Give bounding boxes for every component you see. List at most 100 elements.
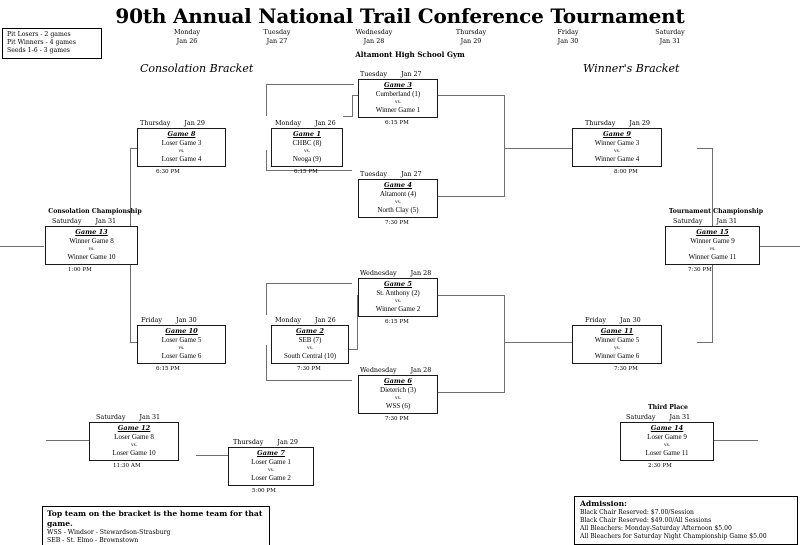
admission-heading: Admission: [580, 499, 627, 508]
game13-team1: Winner Game 8 [69, 236, 114, 245]
game5-vs: vs. [395, 298, 401, 305]
game10-team1: Loser Game 5 [161, 335, 202, 344]
game-box-game2[interactable]: Game 2 SEB (7) vs. South Central (10) [271, 325, 349, 364]
game13-label: Consolation Championship [48, 208, 142, 215]
game2-name: Game 2 [296, 327, 324, 335]
game-box-game1[interactable]: Game 1 CHBC (8) vs. Neoga (9) [271, 128, 343, 167]
game5-date: Jan 28 [410, 269, 432, 277]
game15-team2: Winner Game 11 [688, 252, 737, 261]
game15-team1: Winner Game 9 [690, 236, 735, 245]
game-box-game5[interactable]: Game 5 St. Anthony (2) vs. Winner Game 2 [358, 278, 438, 317]
game4-team1: Altamont (4) [379, 189, 417, 198]
game3-time: 6:15 PM [385, 120, 409, 126]
game-box-game9[interactable]: Game 9 Winner Game 3 vs. Winner Game 4 [572, 128, 662, 167]
game-box-game4[interactable]: Game 4 Altamont (4) vs. North Clay (5) [358, 179, 438, 218]
game3-team2: Winner Game 1 [375, 105, 421, 114]
game5-time: 6:15 PM [385, 319, 409, 325]
game2-team2: South Central (10) [283, 351, 337, 360]
game13-vs: vs. [88, 246, 95, 253]
game8-time: 6:30 PM [156, 169, 180, 175]
game14-vs: vs. [664, 442, 670, 449]
game9-time: 8:00 PM [614, 169, 638, 175]
game11-name: Game 11 [600, 327, 634, 335]
game-box-game7[interactable]: Game 7 Loser Game 1 vs. Loser Game 2 [228, 447, 314, 486]
game13-name: Game 13 [75, 228, 108, 236]
game-box-game13[interactable]: Game 13 Winner Game 8 vs. Winner Game 10 [45, 226, 138, 265]
connector-g2-g5-h [348, 349, 358, 350]
connector-g5-g11-v [504, 295, 505, 343]
day-header-saturday-date: Jan 31 [659, 37, 681, 46]
day-header-friday-date: Jan 30 [557, 37, 579, 46]
day-header-thursday: Thursday Jan 29 [436, 28, 506, 47]
connector-g10-g13-v [130, 246, 131, 343]
day-header-saturday: Saturday Jan 31 [635, 28, 705, 47]
game-box-game14[interactable]: Game 14 Loser Game 9 vs. Loser Game 11 [620, 422, 714, 461]
game4-vs: vs. [395, 199, 401, 206]
connector-g13-out [0, 246, 44, 247]
game9-vs: vs. [614, 148, 620, 155]
game6-team1: Dieterich (3) [380, 385, 416, 394]
legend-line-1: Pit Losers - 2 games [7, 31, 71, 38]
admission-line-1: Black Chair Reserved: $7.00/Session [580, 509, 694, 517]
game-box-game8[interactable]: Game 8 Loser Game 3 vs. Loser Game 4 [137, 128, 226, 167]
connector-g5-loser-v [266, 283, 267, 315]
day-header-wednesday: Wednesday Jan 28 [339, 28, 409, 47]
legend-line-3: Seeds 1-6 - 3 games [7, 46, 70, 54]
admission-line-4: All Bleachers for Saturday Night Champio… [580, 533, 767, 541]
game9-name: Game 9 [603, 130, 631, 138]
day-header-thursday-day: Thursday [455, 28, 487, 36]
legend-box: Pit Losers - 2 games Pit Winners - 4 gam… [2, 28, 102, 59]
connector-g15-out [760, 246, 800, 247]
game6-date: Jan 28 [410, 366, 432, 374]
connector-g6-g11-v [504, 342, 505, 393]
connector-g4-loser-h [266, 170, 352, 171]
day-header-tuesday-date: Jan 27 [266, 37, 288, 46]
game12-day: Saturday [96, 413, 126, 421]
game1-vs: vs. [304, 148, 310, 155]
connector-g3-loser-h [266, 84, 354, 85]
game-box-game15[interactable]: Game 15 Winner Game 9 vs. Winner Game 11 [665, 226, 760, 265]
game9-team1: Winner Game 3 [594, 138, 640, 147]
game-box-game12[interactable]: Game 12 Loser Game 8 vs. Loser Game 10 [89, 422, 179, 461]
connector-g9-g15-v [712, 148, 713, 247]
game7-name: Game 7 [257, 449, 285, 457]
game10-name: Game 10 [165, 327, 198, 335]
game6-team2: WSS (6) [385, 401, 411, 410]
game6-name: Game 6 [384, 377, 412, 385]
game12-time: 11:30 AM [113, 463, 141, 469]
game2-day: Monday [275, 316, 302, 324]
game14-time: 2:30 PM [648, 463, 672, 469]
game1-time: 6:15 PM [294, 169, 318, 175]
game2-time: 7:30 PM [297, 366, 321, 372]
connector-g8-g13-v [130, 148, 131, 247]
game14-date: Jan 31 [669, 413, 691, 421]
day-header-saturday-day: Saturday [655, 28, 685, 36]
game1-team2: Neoga (9) [292, 154, 322, 163]
day-header-tuesday-day: Tuesday [263, 28, 291, 36]
game10-day: Friday [141, 316, 163, 324]
game9-date: Jan 29 [629, 119, 650, 127]
game13-day: Saturday [52, 217, 82, 225]
day-header-wednesday-day: Wednesday [355, 28, 393, 36]
game-box-game6[interactable]: Game 6 Dieterich (3) vs. WSS (6) [358, 375, 438, 414]
connector-g14-out [714, 440, 758, 441]
game8-vs: vs. [178, 148, 185, 155]
game9-day: Thursday [585, 119, 616, 127]
game2-vs: vs. [307, 345, 313, 352]
game-box-game10[interactable]: Game 10 Loser Game 5 vs. Loser Game 6 [137, 325, 226, 364]
game-box-game11[interactable]: Game 11 Winner Game 5 vs. Winner Game 6 [572, 325, 662, 364]
game-box-game3[interactable]: Game 3 Cumberland (1) vs. Winner Game 1 [358, 79, 438, 118]
game10-team2: Loser Game 6 [161, 351, 202, 360]
connector-g3-g9-v [504, 95, 505, 149]
game4-name: Game 4 [384, 181, 412, 189]
game3-date: Jan 27 [400, 70, 422, 78]
connector-g2-g5-v [357, 295, 358, 350]
game5-team2: Winner Game 2 [375, 304, 421, 313]
game2-date: Jan 26 [315, 316, 336, 324]
connector-g3-g9-h [437, 95, 505, 96]
